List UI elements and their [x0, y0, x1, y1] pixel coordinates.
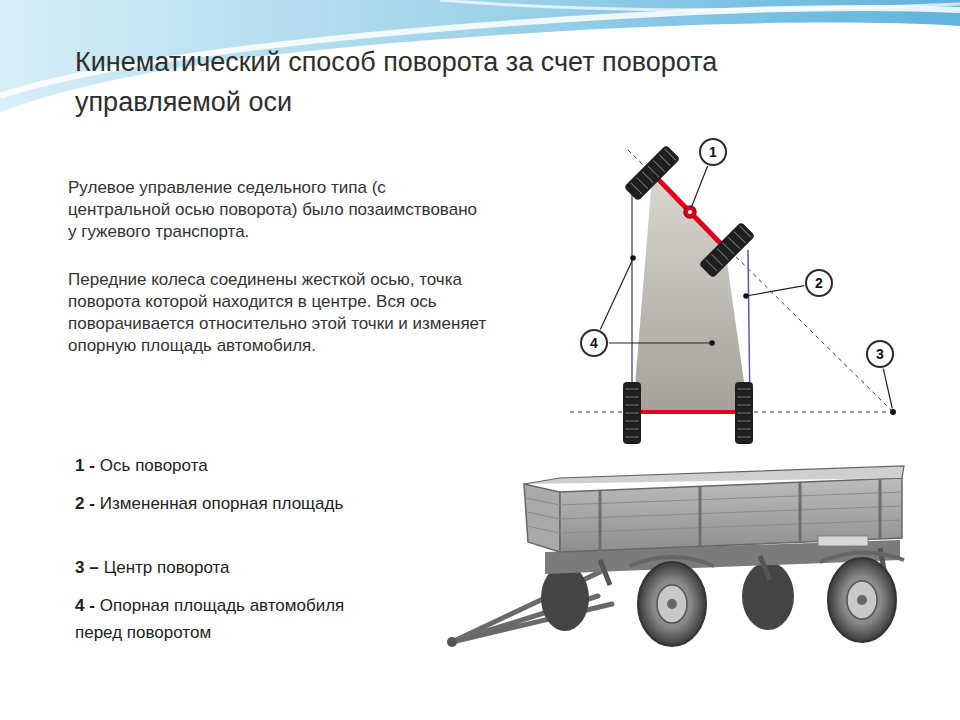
item-text: Ось поворота: [100, 456, 208, 475]
trailer-picture: [447, 466, 904, 647]
callout-circle: 1: [699, 138, 727, 166]
item-text: Опорная площадь автомобиля перед поворот…: [75, 596, 344, 642]
callout-circle: 2: [805, 269, 833, 297]
item-number: 4 -: [75, 596, 95, 615]
callout-circle: 4: [580, 329, 608, 357]
steering-scheme: [570, 145, 896, 444]
description-text: Передние колеса соединены жесткой осью, …: [68, 269, 528, 357]
list-item: 1 - Ось поворота: [75, 452, 347, 479]
list-item: 4 -Опорная площадь автомобиля перед пово…: [75, 592, 347, 646]
callout-circle: 3: [866, 340, 894, 368]
item-text: Центр поворота: [104, 558, 230, 577]
callout-number: 1: [709, 144, 717, 160]
header-swoosh: [440, 0, 960, 10]
callout-number: 3: [876, 346, 884, 362]
slide-title: Кинематический способ поворота за счет п…: [75, 42, 865, 122]
description-text: Рулевое управление седельного типа (с це…: [68, 177, 488, 243]
item-number: 2 -: [75, 494, 95, 513]
list-item: 3 – Центр поворота: [75, 554, 347, 581]
list-item: 2 - Измененная опорная площадь: [75, 490, 347, 517]
item-text: Измененная опорная площадь: [100, 494, 344, 513]
item-number: 3 –: [75, 558, 99, 577]
callout-number: 4: [590, 335, 598, 351]
item-number: 1 -: [75, 456, 95, 475]
callout-number: 2: [815, 275, 823, 291]
